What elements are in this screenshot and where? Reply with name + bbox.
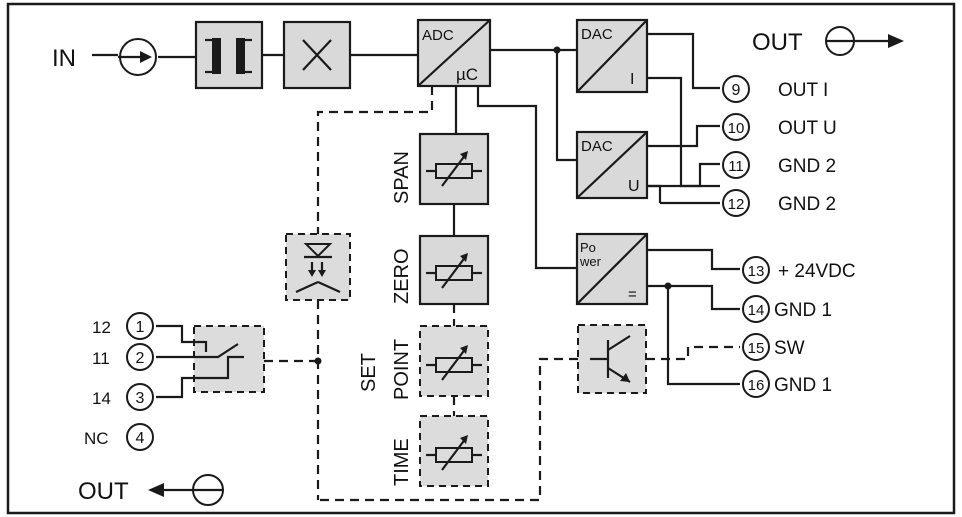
terminal-12-label: GND 2 [778, 194, 836, 215]
left-terminal-1-num: 1 [136, 319, 145, 336]
left-terminal-4-num: 4 [136, 430, 145, 447]
left-terminal-1-label: 12 [92, 318, 111, 337]
output-transistor-block [577, 324, 647, 394]
adc-label: ADC [422, 27, 454, 44]
power-label-top: Po [580, 240, 596, 255]
setpoint-label-2: POINT [391, 339, 413, 400]
filter-block [194, 20, 264, 90]
span-label: SPAN [391, 151, 413, 204]
terminal-15-label: SW [774, 338, 805, 359]
span-potentiometer [418, 132, 490, 206]
right-terminal-11: 11 GND 2 [722, 151, 836, 179]
terminal-9-label: OUT I [778, 80, 828, 101]
uc-label: µC [456, 65, 478, 84]
terminal-14-num: 14 [748, 302, 765, 319]
dac-i-bottom-label: I [630, 71, 634, 88]
left-terminal-3-num: 3 [136, 390, 145, 407]
diagram-frame [6, 2, 956, 515]
right-terminal-14: 14 GND 1 [742, 295, 832, 323]
terminal-10-label: OUT U [778, 118, 837, 139]
left-terminal-4-label: NC [84, 429, 109, 448]
right-terminal-13: 13 + 24VDC [742, 256, 856, 284]
left-terminal-2-label: 11 [92, 349, 110, 368]
terminal-9-num: 9 [732, 82, 741, 99]
right-terminal-16: 16 GND 1 [742, 370, 832, 398]
left-terminal-1: 12 1 [92, 312, 154, 340]
dac-voltage-block: DAC U [575, 130, 649, 200]
terminal-14-label: GND 1 [774, 300, 832, 321]
left-terminal-4: NC 4 [84, 423, 154, 451]
power-label-mid: wer [579, 254, 602, 269]
terminal-13-num: 13 [748, 263, 765, 280]
dac-u-top-label: DAC [581, 138, 613, 155]
left-terminal-2-num: 2 [136, 350, 145, 367]
right-terminal-10: 10 OUT U [722, 113, 837, 141]
time-label: TIME [391, 438, 413, 486]
time-potentiometer [419, 415, 489, 487]
terminal-13-label: + 24VDC [778, 261, 856, 282]
left-terminal-3-label: 14 [92, 389, 111, 408]
output-bottom-label: OUT [78, 478, 129, 505]
output-top-label: OUT [752, 29, 803, 56]
input-label: IN [52, 45, 76, 72]
setpoint-potentiometer [419, 325, 489, 397]
zero-potentiometer [418, 234, 490, 306]
terminal-10-num: 10 [728, 120, 745, 137]
adc-block: ADC µC [416, 18, 492, 88]
optocoupler-block [285, 233, 351, 301]
right-terminal-9: 9 OUT I [722, 75, 828, 103]
left-terminal-3: 14 3 [92, 383, 154, 411]
terminal-12-num: 12 [728, 196, 745, 213]
terminal-16-num: 16 [748, 377, 765, 394]
input-arrow-icon [92, 38, 196, 76]
terminal-11-num: 11 [728, 158, 744, 175]
right-terminal-15: 15 SW [742, 333, 805, 361]
right-terminal-12: 12 GND 2 [722, 189, 836, 217]
power-supply-block: Po wer = [575, 232, 649, 306]
zero-label: ZERO [391, 248, 413, 304]
power-label-bottom: = [628, 286, 637, 303]
multiplier-block [282, 20, 352, 90]
dac-i-top-label: DAC [581, 26, 613, 43]
terminal-11-label: GND 2 [778, 156, 836, 177]
output-bottom-arrow-icon [148, 474, 224, 506]
terminal-15-num: 15 [748, 340, 765, 357]
setpoint-label-1: SET [358, 353, 380, 392]
dac-u-bottom-label: U [628, 178, 640, 195]
left-terminal-2: 11 2 [92, 343, 154, 371]
relay-block [156, 324, 265, 399]
terminal-16-label: GND 1 [774, 375, 832, 396]
output-top-arrow-icon [825, 26, 904, 56]
dac-current-block: DAC I [575, 18, 649, 94]
